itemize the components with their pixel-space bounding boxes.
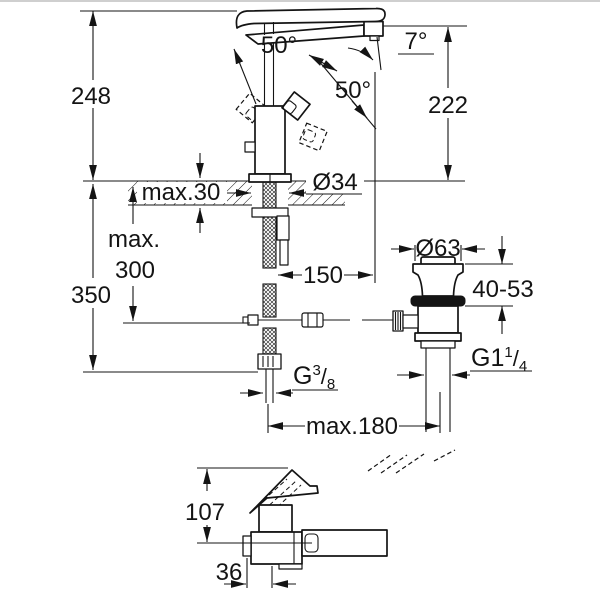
dim-waste-flange: Ø63	[391, 235, 485, 262]
max-rod-depth-label-1: max.	[108, 226, 160, 253]
flex-hose-lower	[262, 327, 277, 355]
dim-handle-swing-right: 50°	[308, 54, 377, 130]
spout-reach-label: 150	[303, 262, 343, 289]
hose-nut-knurl	[262, 356, 274, 367]
swing-right-label: 50°	[335, 77, 371, 104]
dim-supply-length: 350	[71, 184, 258, 373]
spout-height-label: 222	[428, 92, 468, 119]
rod-end-cap	[242, 316, 249, 324]
swing-right-arc	[308, 54, 338, 72]
mounting-washer	[251, 207, 289, 218]
detail-view: 107 36	[185, 449, 456, 588]
swing-left-label: 50°	[261, 32, 297, 59]
rod-clamp-detail	[307, 313, 318, 327]
dim-hose-waste-distance: max.180	[267, 392, 441, 440]
supply-length-label: 350	[71, 282, 111, 309]
spout-angle-label: 7°	[405, 28, 428, 55]
max-rod-depth-label-2: 300	[115, 257, 155, 284]
detail-faucet-outline	[242, 449, 456, 570]
seal-ring	[410, 295, 466, 307]
stream-line	[376, 36, 382, 71]
aerator-tip	[369, 35, 380, 42]
dim-waste-thread: G11/4	[397, 344, 532, 379]
dim-detail-width: 36	[216, 558, 296, 588]
rod-bracket-upper	[276, 215, 290, 241]
handle-position-right-dashed	[298, 122, 328, 152]
dim-max-rod-depth: max. 300	[108, 187, 250, 324]
dim-hole-diameter: Ø34	[227, 168, 364, 197]
overall-height-label: 248	[71, 83, 111, 110]
dim-waste-range: 40-53	[465, 236, 534, 334]
waste-collar-2	[420, 340, 456, 349]
handle-neck	[263, 22, 275, 106]
handle-knob	[281, 91, 311, 121]
faucet-body	[235, 7, 386, 183]
hole-diameter-label: Ø34	[312, 169, 357, 196]
detail-side-tab	[242, 535, 252, 557]
side-lever-tab	[244, 141, 256, 153]
dim-deck-thickness: max.30	[137, 153, 227, 233]
ext-flange	[414, 245, 462, 261]
waste-range-label: 40-53	[472, 276, 533, 303]
detail-width-label: 36	[216, 559, 243, 586]
rod-link	[402, 314, 419, 329]
waste-tailpipe	[425, 348, 451, 432]
angle-arc	[347, 46, 374, 61]
spout-aerator	[363, 20, 384, 37]
deck-thickness-label: max.30	[142, 179, 221, 206]
dim-spout-height: 222	[383, 25, 468, 180]
main-view: 50° 50° 7° 248 222	[71, 7, 534, 440]
swing-right-arrow	[351, 100, 368, 119]
detail-cartridge	[258, 504, 293, 533]
threaded-shank	[262, 181, 277, 269]
dim-supply-thread: G3/8	[240, 362, 338, 397]
waste-body	[417, 305, 459, 334]
dim-spout-reach: 150	[278, 72, 376, 289]
detail-lever-hatch	[257, 478, 302, 513]
dim-spout-angle: 7°	[347, 28, 434, 71]
hose-nut	[257, 353, 282, 370]
supply-thread-label: G3/8	[293, 362, 335, 393]
detail-lever	[249, 469, 319, 514]
dim-overall-height: 248	[71, 10, 237, 180]
hose-tail	[265, 369, 274, 403]
lever-raised-dashes	[367, 449, 456, 474]
waste-thread-label: G11/4	[471, 344, 527, 375]
hose-waste-distance-label: max.180	[306, 413, 398, 440]
dim-handle-swing-left: 50°	[233, 32, 297, 105]
rod-knob-knurl	[394, 312, 402, 330]
waste-flange-label: Ø63	[415, 235, 460, 262]
pop-up-waste	[392, 256, 466, 432]
flex-hose-upper	[262, 283, 277, 318]
faucet-shank-and-hose	[251, 181, 290, 403]
detail-foot	[278, 563, 303, 570]
rod-bracket-lower	[279, 239, 289, 266]
rod-clamp	[301, 312, 324, 328]
waste-flange	[412, 263, 464, 297]
waste-collar	[414, 332, 462, 342]
ext-detail-width	[246, 558, 273, 588]
swing-left-leader	[233, 48, 257, 105]
detail-height-label: 107	[185, 499, 225, 526]
pop-up-rod	[242, 312, 393, 328]
dim-detail-height: 107	[185, 467, 312, 544]
valve-body	[254, 105, 286, 175]
